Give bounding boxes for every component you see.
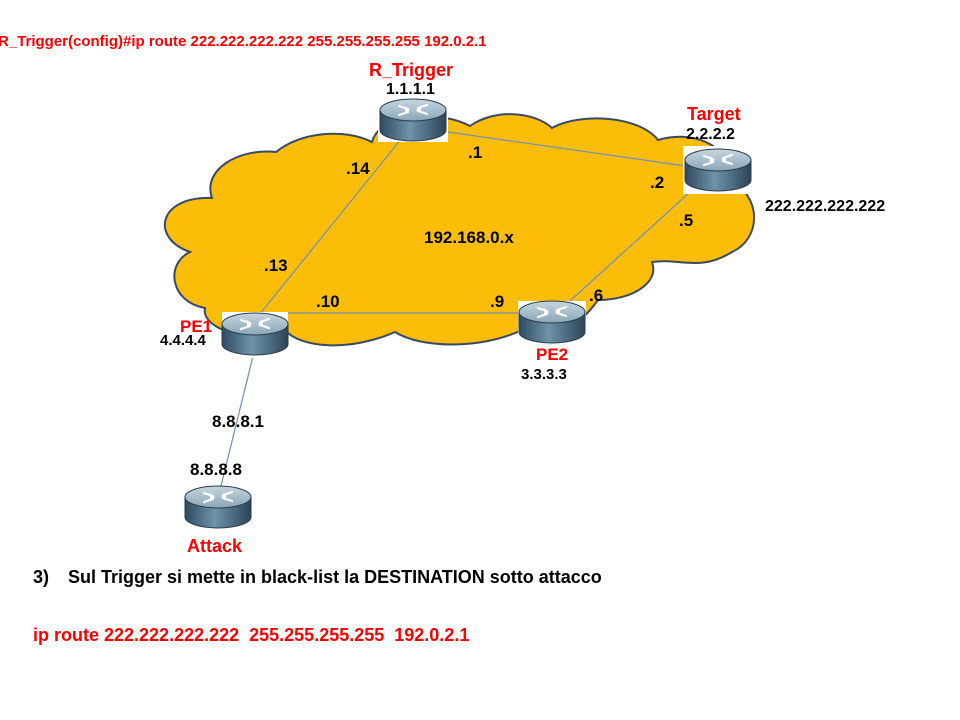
header-command: R_Trigger(config)#ip route 222.222.222.2… <box>0 33 487 50</box>
router-icon-target <box>683 147 753 193</box>
router-ip-target: 2.2.2.2 <box>686 126 735 143</box>
router-name-attack: Attack <box>187 536 243 556</box>
router-icon-r-trigger <box>378 97 448 143</box>
router-name-target: Target <box>687 104 741 124</box>
link-trigger-target <box>419 127 701 169</box>
iface-pe2-target: .6 <box>589 286 604 305</box>
router-icon-attack <box>183 484 253 530</box>
iface-target-trigger: .2 <box>650 173 665 192</box>
step-number: 3) <box>33 567 50 587</box>
iface-trigger-pe1: .14 <box>346 159 370 178</box>
link-trigger-pe1 <box>254 127 411 321</box>
router-name-r-trigger: R_Trigger <box>369 60 454 80</box>
router-name-pe2: PE2 <box>536 345 569 364</box>
router-ip-pe1: 4.4.4.4 <box>160 332 206 349</box>
router-icon-pe1 <box>220 311 290 357</box>
router-ip-pe2: 3.3.3.3 <box>521 366 567 383</box>
link-pe2-target <box>559 171 713 311</box>
iface-trigger-target: .1 <box>468 143 483 162</box>
iface-pe1-attack: 8.8.8.1 <box>212 412 264 431</box>
iface-pe1-trigger: .13 <box>264 256 288 275</box>
ip-route-command: ip route 222.222.222.222 255.255.255.255… <box>33 625 470 645</box>
router-ip-r-trigger: 1.1.1.1 <box>386 81 435 98</box>
router-icon-pe2 <box>517 299 587 345</box>
iface-pe2-pe1: .9 <box>490 292 505 311</box>
subnet-label: 192.168.0.x <box>424 228 514 247</box>
iface-pe1-pe2: .10 <box>316 292 340 311</box>
iface-target-pe2: .5 <box>679 211 694 230</box>
iface-attack-pe1: 8.8.8.8 <box>190 460 242 479</box>
target-prefix: 222.222.222.222 <box>765 198 886 215</box>
link-pe1-attack <box>217 339 258 499</box>
router-name-pe1: PE1 <box>180 317 213 336</box>
step-text: Sul Trigger si mette in black-list la DE… <box>68 567 602 587</box>
